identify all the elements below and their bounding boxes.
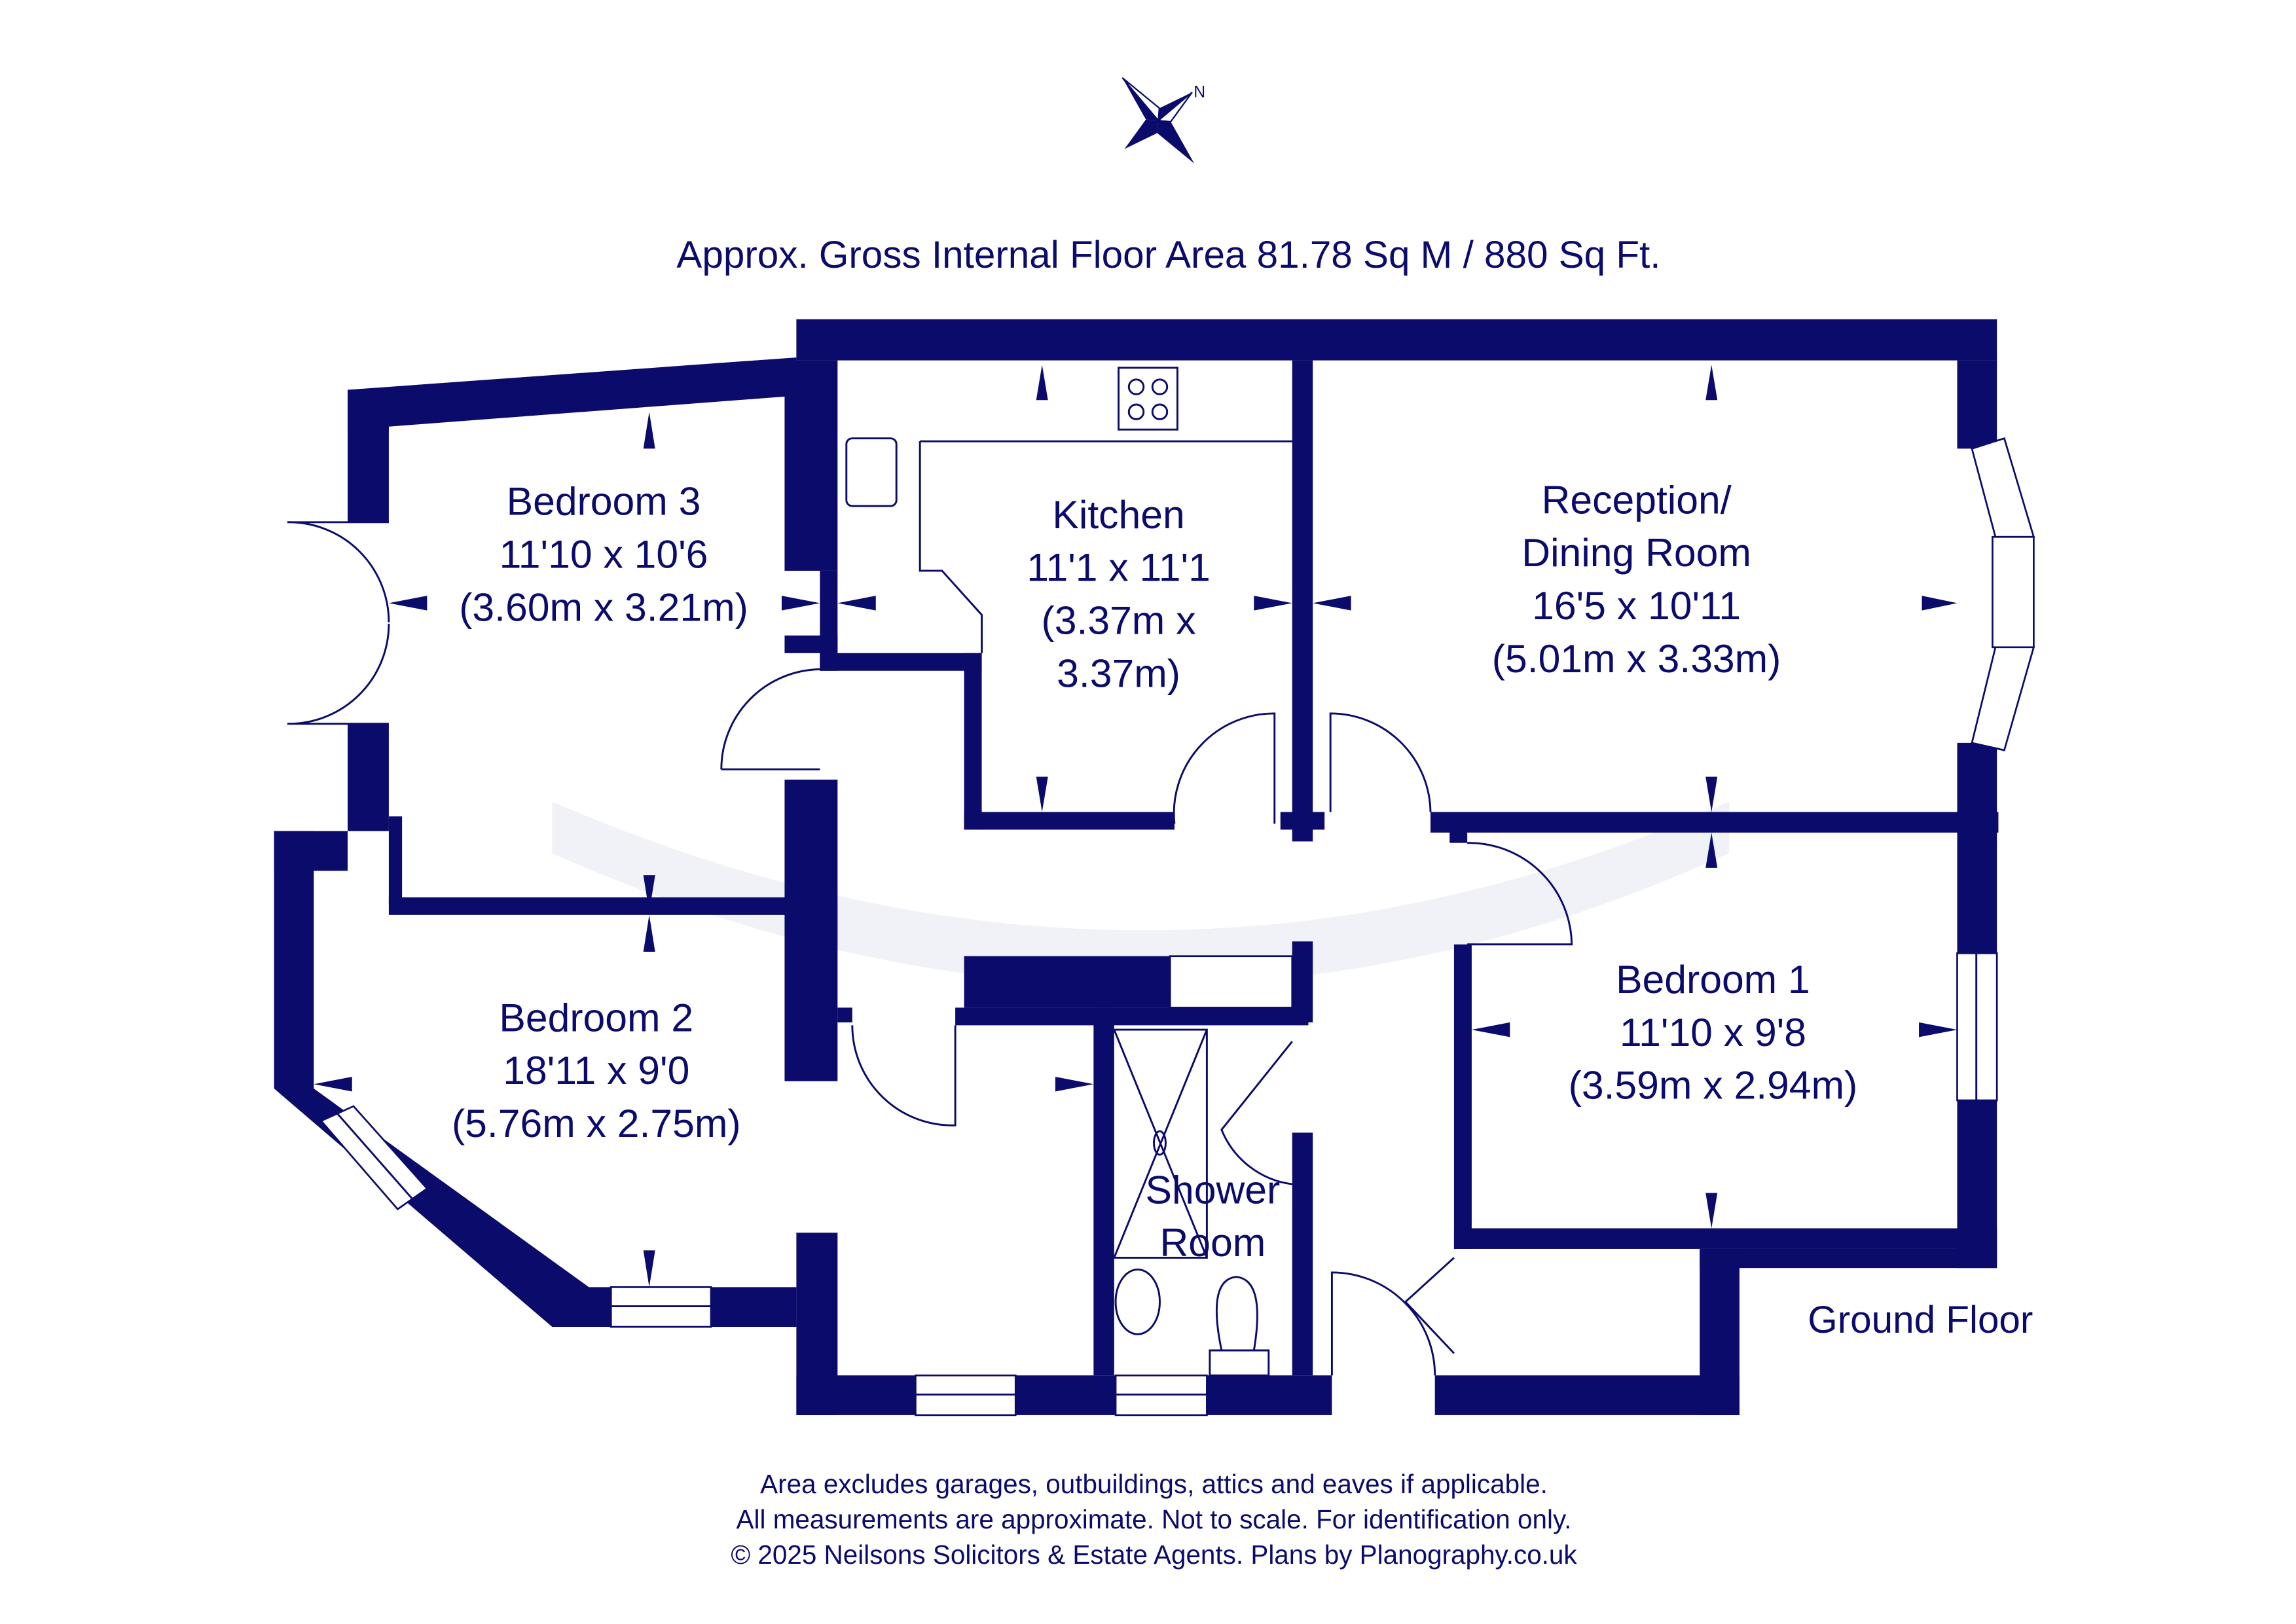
room-metric: (3.60m x 3.21m) — [459, 585, 748, 629]
footer-line-1: Area excludes garages, outbuildings, att… — [760, 1469, 1548, 1499]
dimension-arrows — [314, 365, 1958, 1288]
floor-area-title: Approx. Gross Internal Floor Area 81.78 … — [676, 234, 1660, 276]
room-metric: (3.37m x — [1042, 598, 1196, 643]
compass-icon — [1121, 77, 1195, 164]
room-kitchen: Kitchen 11'1 x 11'1 (3.37m x 3.37m) — [1027, 492, 1211, 696]
footer-disclaimer: Area excludes garages, outbuildings, att… — [731, 1469, 1577, 1570]
room-name: Bedroom 2 — [499, 995, 693, 1039]
room-imperial: 11'10 x 10'6 — [500, 532, 708, 576]
room-imperial: 16'5 x 10'11 — [1532, 583, 1741, 628]
room-name: Room — [1159, 1220, 1266, 1265]
room-imperial: 11'1 x 11'1 — [1027, 545, 1211, 590]
room-name: Dining Room — [1522, 530, 1751, 575]
room-bedroom-3: Bedroom 3 11'10 x 10'6 (3.60m x 3.21m) — [459, 479, 748, 630]
room-name: Reception/ — [1542, 477, 1732, 522]
windows — [319, 437, 2035, 1416]
basin-icon — [1114, 1268, 1161, 1335]
footer-line-3: © 2025 Neilsons Solicitors & Estate Agen… — [731, 1540, 1577, 1570]
fixtures — [845, 367, 1292, 1377]
room-metric: (5.01m x 3.33m) — [1492, 636, 1781, 681]
doors — [287, 521, 1573, 1376]
compass-north-label: N — [1194, 83, 1205, 101]
room-imperial: 11'10 x 9'8 — [1620, 1010, 1806, 1055]
room-reception-dining: Reception/ Dining Room 16'5 x 10'11 (5.0… — [1492, 477, 1781, 681]
floor-label: Ground Floor — [1808, 1299, 2033, 1341]
room-name: Kitchen — [1052, 492, 1184, 537]
room-name: Shower — [1146, 1167, 1281, 1212]
room-shower-room: Shower Room — [1146, 1167, 1281, 1265]
shower-tray-icon — [1113, 1028, 1208, 1259]
room-bedroom-2: Bedroom 2 18'11 x 9'0 (5.76m x 2.75m) — [452, 995, 741, 1146]
room-metric: (3.59m x 2.94m) — [1569, 1063, 1858, 1108]
sink-icon — [845, 437, 898, 507]
room-name: Bedroom 3 — [507, 479, 701, 524]
watermark-arc — [552, 801, 1730, 986]
room-name: Bedroom 1 — [1616, 957, 1810, 1001]
watermark — [552, 801, 1730, 986]
room-imperial: 18'11 x 9'0 — [503, 1048, 689, 1092]
toilet-icon — [1209, 1276, 1270, 1377]
room-metric: 3.37m) — [1057, 651, 1180, 695]
footer-line-2: All measurements are approximate. Not to… — [737, 1504, 1572, 1534]
room-metric: (5.76m x 2.75m) — [452, 1101, 741, 1146]
hob-icon — [1118, 367, 1178, 431]
room-bedroom-1: Bedroom 1 11'10 x 9'8 (3.59m x 2.94m) — [1569, 957, 1858, 1108]
